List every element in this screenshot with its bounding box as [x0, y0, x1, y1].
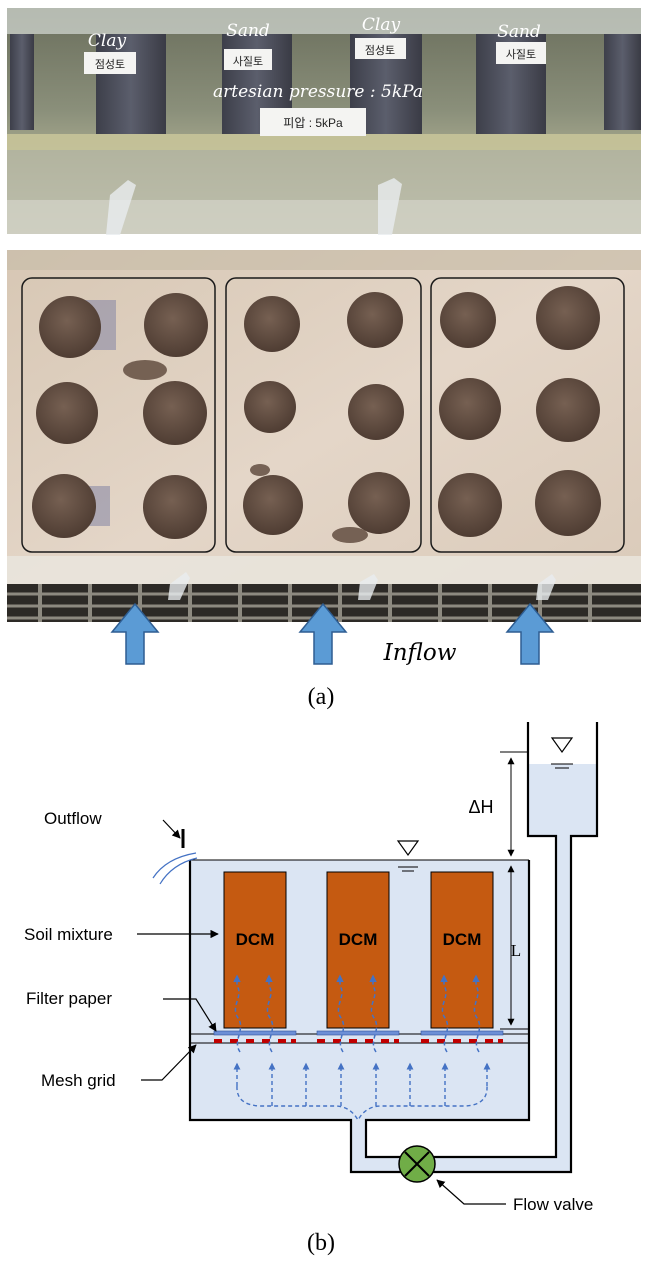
specimen-top	[244, 381, 296, 433]
dcm-label-3: DCM	[443, 930, 482, 949]
dcm-column-1	[223, 871, 287, 1029]
flow-valve	[398, 1145, 436, 1183]
tank-rim	[7, 134, 641, 150]
specimen-top	[144, 293, 208, 357]
specimen-top	[143, 381, 207, 445]
compartment-left	[21, 277, 216, 553]
outflow-label: Outflow	[44, 809, 102, 828]
flow-arrows-under-mesh	[233, 1062, 491, 1106]
pressure-tag: 피압 : 5kPa	[283, 116, 343, 130]
hose	[378, 178, 402, 235]
tag	[260, 108, 366, 136]
tank-top-rim	[7, 250, 641, 270]
label-sand-1: Sand	[226, 21, 270, 41]
korean-tag-1: 점성토	[95, 58, 125, 71]
label-sand-2: Sand	[497, 22, 541, 42]
hose	[168, 572, 190, 600]
flow-valve-label: Flow valve	[513, 1195, 593, 1214]
specimen-top	[39, 296, 101, 358]
tank-inner-wall	[364, 722, 558, 1159]
specimen-top	[438, 473, 502, 537]
tag	[84, 52, 136, 74]
specimen-top	[536, 378, 600, 442]
tank-base-light	[7, 200, 641, 234]
soil-mixture-label: Soil mixture	[24, 925, 113, 944]
specimen-top	[348, 384, 404, 440]
hose	[536, 574, 556, 600]
caption-a: (a)	[308, 684, 335, 710]
tank-front-edge	[7, 556, 641, 584]
mesh-grid-leader	[141, 1044, 197, 1081]
flow-arrows-in-columns	[233, 974, 481, 1053]
outflow-stream	[159, 857, 198, 885]
delta-h-label: ΔH	[468, 797, 493, 817]
label-clay-2: Clay	[362, 15, 401, 35]
tag	[355, 38, 406, 59]
specimen-top	[535, 470, 601, 536]
hose	[358, 574, 378, 600]
dcm-column-3	[430, 871, 494, 1029]
cylinder	[604, 34, 641, 130]
korean-tag-2: 사질토	[233, 55, 263, 68]
specimen-top	[32, 474, 96, 538]
specimen-top	[536, 286, 600, 350]
specimen-top	[36, 382, 98, 444]
specimen-top	[440, 292, 496, 348]
specimen-top	[244, 296, 300, 352]
specimen-top	[243, 475, 303, 535]
artesian-pressure-label: artesian pressure : 5kPa	[213, 82, 423, 102]
inflow-label: Inflow	[383, 640, 457, 666]
cylinder	[96, 34, 166, 134]
inflow-arrow-1	[110, 602, 160, 665]
water-level-symbol-reservoir	[550, 737, 574, 769]
hose	[106, 180, 136, 235]
inflow-arrow-2	[298, 602, 348, 665]
reservoir-water	[528, 764, 597, 836]
korean-tag-4: 사질토	[506, 48, 536, 61]
photo-top-panel: 점성토 사질토 점성토 사질토 피압 : 5kPa Clay Sand Clay…	[7, 8, 641, 235]
dcm-column-2	[326, 871, 390, 1029]
l-label: L	[511, 941, 521, 960]
tag	[224, 49, 272, 70]
dcm-label-1: DCM	[236, 930, 275, 949]
specimen-top	[439, 378, 501, 440]
korean-tag-3: 점성토	[365, 44, 395, 57]
tank-outer-wall	[188, 722, 599, 1174]
compartment-right	[430, 277, 625, 553]
caption-b: (b)	[307, 1230, 335, 1256]
filter-papers	[213, 1030, 504, 1043]
flow-valve-leader	[436, 1179, 506, 1205]
inflow-arrow-3	[505, 602, 555, 665]
label-clay-1: Clay	[88, 31, 127, 51]
photo-bottom-panel	[7, 250, 641, 622]
specimen-top	[347, 292, 403, 348]
specimens	[32, 286, 601, 543]
filter-paper-label: Filter paper	[26, 989, 112, 1008]
compartment-middle	[225, 277, 422, 553]
outflow-leader	[162, 819, 181, 839]
dcm-label-2: DCM	[339, 930, 378, 949]
inflow-arrows	[110, 602, 555, 665]
flow-manifold	[236, 1085, 488, 1122]
cylinder	[10, 34, 34, 130]
tag	[496, 42, 546, 64]
mesh-grid-label: Mesh grid	[41, 1071, 116, 1090]
photo-top-light-band	[7, 8, 641, 34]
outflow-stream	[152, 852, 197, 879]
specimen-top	[143, 475, 207, 539]
specimen-top	[348, 472, 410, 534]
filter-paper-leader	[163, 998, 217, 1032]
schematic: DCM DCM DCM	[24, 722, 599, 1214]
water-level-symbol-tank	[396, 840, 420, 872]
